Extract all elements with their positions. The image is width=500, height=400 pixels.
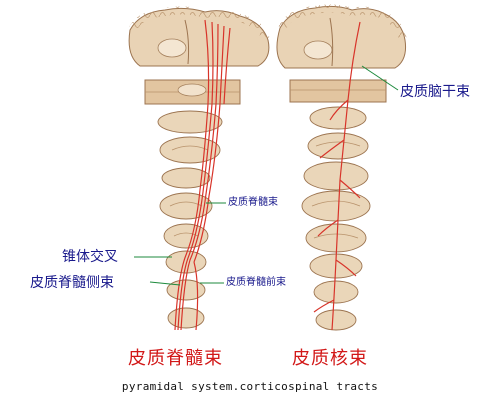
- title-left-corticospinal: 皮质脊髓束: [128, 348, 223, 369]
- label-anterior-corticospinal-tract: 皮质脊髓前束: [226, 277, 286, 288]
- title-right-corticonuclear: 皮质核束: [292, 348, 368, 369]
- left-leader-lines: [134, 202, 226, 286]
- caption-pyramidal-system: pyramidal system.corticospinal tracts: [121, 380, 379, 393]
- right-cerebrum-section: [276, 4, 407, 69]
- left-column-corticospinal: [128, 6, 270, 331]
- right-leader-lines: [361, 65, 399, 91]
- label-lateral-corticospinal-tract: 皮质脊髓侧束: [30, 275, 114, 291]
- right-corticobulbar-tract: [313, 21, 361, 331]
- right-column-corticobulbar: [276, 4, 407, 331]
- left-cerebrum-section: [128, 6, 270, 67]
- label-corticobulbar-tract: 皮质脑干束: [400, 84, 470, 100]
- right-brainstem-sections: [301, 106, 371, 331]
- label-corticospinal-tract: 皮质脊髓束: [228, 197, 278, 208]
- label-pyramidal-decussation: 锥体交叉: [62, 249, 118, 265]
- right-brainstem-slab: [289, 79, 387, 103]
- left-corticospinal-tract: [174, 19, 231, 331]
